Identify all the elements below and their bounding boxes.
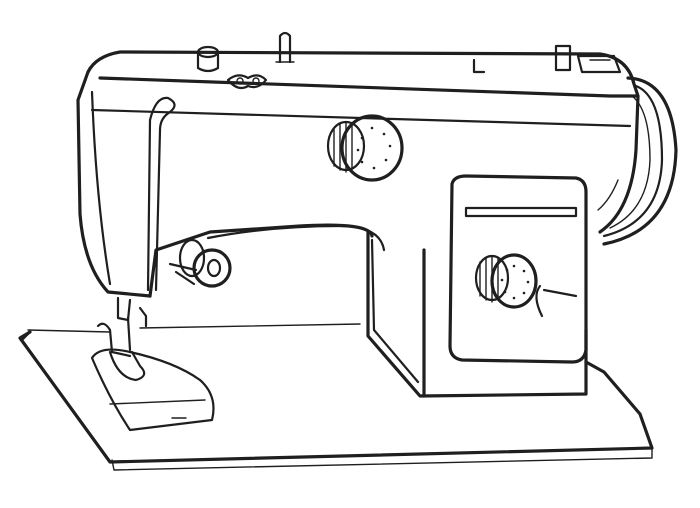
bobbin-winder xyxy=(554,44,622,74)
stitch-selector-knob xyxy=(474,253,578,318)
handwheel xyxy=(597,76,678,246)
machine-arm xyxy=(76,50,640,298)
thread-tension-knob xyxy=(168,238,232,288)
spool-pin-front xyxy=(196,45,220,73)
top-clip xyxy=(472,58,486,74)
bobbin-winder-tension xyxy=(226,74,268,90)
presser-foot-assembly xyxy=(96,296,148,382)
needle-plate xyxy=(90,348,215,432)
side-panel xyxy=(448,174,588,364)
base-plate xyxy=(18,323,654,471)
spool-pin-rear xyxy=(275,31,295,64)
stitch-length-dial xyxy=(326,114,404,182)
machine-pillar xyxy=(366,230,588,398)
thread-take-up-lever xyxy=(146,96,176,292)
